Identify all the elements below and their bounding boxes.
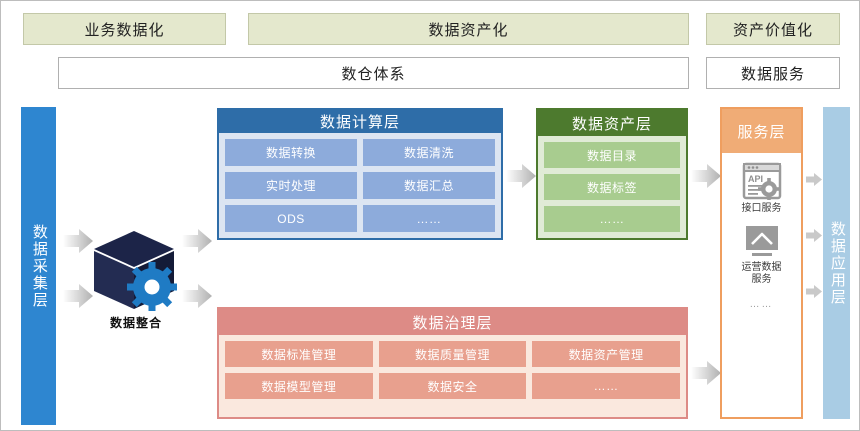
asset-layer-cells: 数据目录 数据标签 …… xyxy=(538,136,686,238)
arrow-collect-to-integration-top xyxy=(63,229,93,253)
asset-cell[interactable]: 数据标签 xyxy=(544,174,680,200)
svg-text:API: API xyxy=(748,174,763,184)
subbanner-label: 数据服务 xyxy=(740,65,805,83)
banner-label: 业务数据化 xyxy=(84,21,165,39)
arrow-service-to-app-3 xyxy=(806,285,822,298)
compute-cell[interactable]: ODS xyxy=(225,205,357,232)
service-layer-title: 服务层 xyxy=(722,109,801,153)
governance-layer-cells: 数据标准管理 数据质量管理 数据资产管理 数据模型管理 数据安全 …… xyxy=(219,335,686,417)
banner-data-assetization: 数据资产化 xyxy=(248,13,689,45)
governance-layer-title: 数据治理层 xyxy=(219,309,686,335)
collection-layer-bar: 数据采集层 xyxy=(21,107,56,425)
application-layer-label: 数据应用层 xyxy=(828,220,846,306)
compute-layer-title: 数据计算层 xyxy=(219,110,501,133)
subbanner-label: 数仓体系 xyxy=(341,65,406,83)
asset-cell[interactable]: …… xyxy=(544,206,680,232)
asset-cell[interactable]: 数据目录 xyxy=(544,142,680,168)
governance-cell[interactable]: 数据模型管理 xyxy=(225,373,373,399)
compute-cell[interactable]: 实时处理 xyxy=(225,172,357,199)
arrow-integration-to-governance xyxy=(182,284,212,308)
data-integration-icon-group: 数据整合 xyxy=(81,229,191,344)
asset-layer-title: 数据资产层 xyxy=(538,110,686,136)
governance-cell[interactable]: 数据标准管理 xyxy=(225,341,373,367)
compute-cell[interactable]: 数据清洗 xyxy=(363,139,495,166)
compute-cell[interactable]: …… xyxy=(363,205,495,232)
governance-cell[interactable]: 数据质量管理 xyxy=(378,341,527,367)
service-item-label: 接口服务 xyxy=(741,203,782,214)
arrow-integration-to-compute xyxy=(182,229,212,253)
service-layer-panel: 服务层 API xyxy=(720,107,803,419)
compute-cell[interactable]: 数据汇总 xyxy=(363,172,495,199)
governance-layer-panel: 数据治理层 数据标准管理 数据质量管理 数据资产管理 数据模型管理 数据安全 …… xyxy=(217,307,688,419)
governance-cell[interactable]: …… xyxy=(532,373,680,399)
asset-layer-panel: 数据资产层 数据目录 数据标签 …… xyxy=(536,108,688,240)
arrow-service-to-app-1 xyxy=(806,173,822,186)
cube-gear-icon xyxy=(94,231,177,311)
banner-label: 数据资产化 xyxy=(428,21,509,39)
governance-cell[interactable]: 数据安全 xyxy=(378,373,527,399)
arrow-service-to-app-2 xyxy=(806,229,822,242)
banner-business-digitalization: 业务数据化 xyxy=(23,13,226,45)
subbanner-data-service: 数据服务 xyxy=(706,57,840,89)
data-integration-label: 数据整合 xyxy=(109,316,162,330)
service-item-label: 运营数据服务 xyxy=(741,261,782,286)
governance-cell[interactable]: 数据资产管理 xyxy=(532,341,680,367)
compute-layer-panel: 数据计算层 数据转换 数据清洗 实时处理 数据汇总 ODS …… xyxy=(217,108,503,240)
compute-layer-cells: 数据转换 数据清洗 实时处理 数据汇总 ODS …… xyxy=(219,133,501,238)
arrow-collect-to-integration-bottom xyxy=(63,284,93,308)
subbanner-warehouse-system: 数仓体系 xyxy=(58,57,689,89)
service-layer-body: API 接口服务 xyxy=(722,153,801,417)
monitor-chart-icon xyxy=(745,225,778,256)
api-window-icon: API xyxy=(742,162,781,200)
application-layer-bar: 数据应用层 xyxy=(823,107,850,419)
collection-layer-label: 数据采集层 xyxy=(30,223,48,309)
service-more-label: …… xyxy=(749,298,774,310)
arrow-compute-to-asset xyxy=(506,164,536,188)
arrow-governance-to-service xyxy=(691,361,721,385)
arrow-asset-to-service xyxy=(691,164,721,188)
banner-label: 资产价值化 xyxy=(732,21,813,39)
compute-cell[interactable]: 数据转换 xyxy=(225,139,357,166)
banner-asset-valuation: 资产价值化 xyxy=(706,13,840,45)
